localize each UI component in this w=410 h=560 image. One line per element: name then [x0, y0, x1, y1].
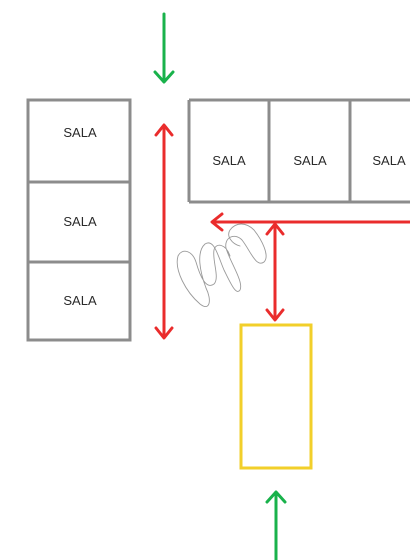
room-label-top-3: SALA	[372, 153, 406, 168]
room-label-top-2: SALA	[293, 153, 327, 168]
room-label-top-1: SALA	[212, 153, 246, 168]
left-block-outline	[26, 98, 132, 342]
room-label-left-2: SALA	[63, 214, 97, 229]
red-arrow-horizontal	[210, 212, 410, 232]
yellow-highlight-box	[239, 323, 313, 470]
top-room-block: SALA SALA SALA	[187, 98, 410, 204]
red-double-arrow-vertical	[154, 123, 174, 340]
red-double-arrow-to-box	[265, 222, 285, 322]
room-label-left-3: SALA	[63, 293, 97, 308]
left-room-block: SALA SALA SALA	[26, 98, 132, 342]
scribble-mark	[176, 223, 267, 308]
room-label-left-1: SALA	[63, 125, 97, 140]
green-arrow-up	[265, 490, 287, 560]
green-arrow-down	[153, 12, 175, 84]
